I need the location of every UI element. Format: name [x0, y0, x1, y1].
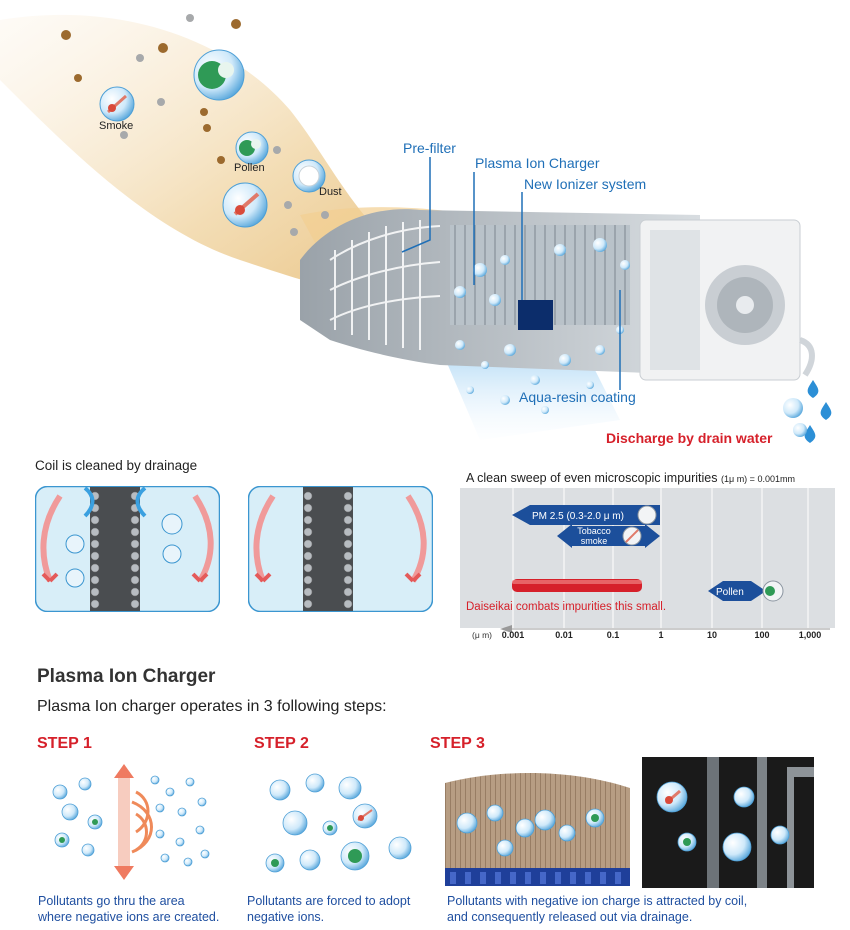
step-1-caption-line-2: where negative ions are created. [38, 910, 220, 924]
coil-panel-right [248, 486, 433, 612]
sweep-note: (1μ m) = 0.001mm [721, 474, 795, 484]
leader-lines [401, 157, 621, 390]
step-2-illustration [265, 773, 412, 873]
water-droplets [783, 380, 832, 443]
aqua-resin-label: Aqua-resin coating [519, 389, 636, 405]
step-3-caption-line-2: and consequently released out via draina… [447, 910, 693, 924]
prefilter-label: Pre-filter [403, 140, 456, 156]
pm25-arrow [512, 505, 660, 525]
airborne-particles [61, 14, 329, 236]
tick-label: 10 [707, 630, 717, 640]
sweep-title: A clean sweep of even microscopic impuri… [466, 471, 718, 485]
coil-section-title: Coil is cleaned by drainage [35, 458, 198, 473]
smoke-label: Smoke [99, 120, 134, 132]
step-2-caption-line-2: negative ions. [247, 910, 325, 924]
coil-panel-left [35, 486, 220, 612]
step-2-caption: Pollutants are forced to adopt negative … [247, 893, 410, 925]
step-1-caption: Pollutants go thru the area where negati… [38, 893, 219, 925]
sweep-heading: A clean sweep of even microscopic impuri… [466, 471, 795, 485]
axis-unit: (μ m) [472, 630, 492, 640]
step-1-caption-line-1: Pollutants go thru the area [38, 894, 185, 908]
plasma-title: Plasma Ion Charger [37, 666, 216, 687]
step-2-label: STEP 2 [254, 735, 309, 752]
daiseikai-caption: Daiseikai combats impurities this small. [466, 601, 666, 613]
step-2-caption-line-1: Pollutants are forced to adopt [247, 894, 411, 908]
air-conditioner-illustration [0, 14, 832, 443]
tobacco-label-1: Tobacco [577, 526, 611, 536]
particle-size-scale: PM 2.5 (0.3-2.0 μ m) Tobacco smoke Polle… [460, 488, 835, 645]
ac-unit [300, 209, 815, 381]
step-3-caption-line-1: Pollutants with negative ion charge is a… [447, 894, 748, 908]
tick-label: 0.01 [555, 630, 573, 640]
step-3-coil-illustration [445, 772, 630, 886]
step-3-label: STEP 3 [430, 735, 485, 752]
tick-label: 1,000 [799, 630, 822, 640]
smoke-bubble-icon [99, 86, 135, 122]
ionizer-label: New Ionizer system [524, 176, 647, 192]
step-3-closeup-illustration [642, 757, 814, 888]
dust-bubble-icon [292, 159, 326, 193]
tick-label: 100 [754, 630, 769, 640]
smoke-bubble-large-icon [222, 182, 268, 228]
step-1-label: STEP 1 [37, 735, 92, 752]
pollen-small-bubble-icon [235, 131, 269, 165]
tick-label: 0.1 [607, 630, 620, 640]
plasma-subtitle: Plasma Ion charger operates in 3 followi… [37, 698, 387, 715]
pm25-label: PM 2.5 (0.3-2.0 μ m) [532, 511, 624, 522]
plasma-ion-charger-label: Plasma Ion Charger [475, 155, 600, 171]
pollen-label: Pollen [234, 162, 265, 174]
tick-label: 1 [658, 630, 663, 640]
dust-label: Dust [319, 186, 342, 198]
tick-label: 0.001 [502, 630, 525, 640]
drain-water-label: Discharge by drain water [606, 430, 773, 446]
step-3-caption: Pollutants with negative ion charge is a… [447, 893, 747, 925]
tobacco-label-2: smoke [581, 536, 608, 546]
step-1-illustration [52, 764, 210, 880]
ion-bubbles [454, 238, 630, 414]
pollen-bubble-icon [193, 49, 245, 101]
pollen-scale-label: Pollen [716, 587, 744, 598]
